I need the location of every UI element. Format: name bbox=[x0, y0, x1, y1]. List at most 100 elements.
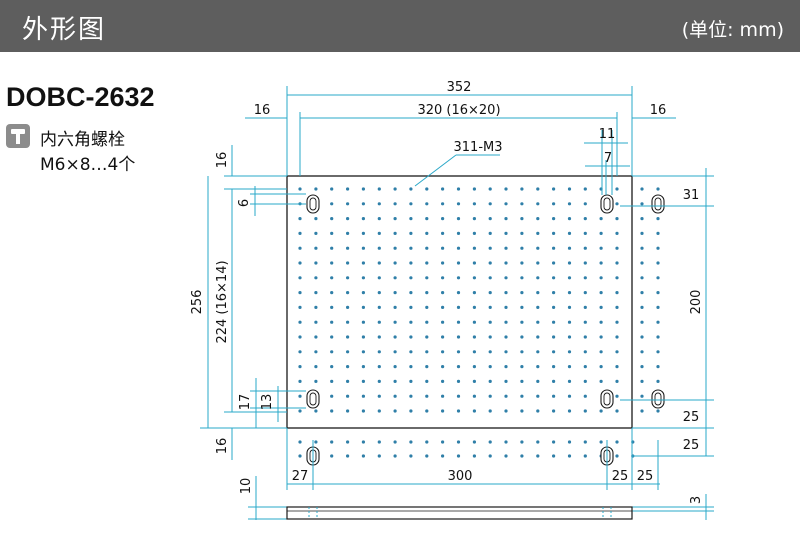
mounting-hole bbox=[615, 409, 619, 413]
dimension-lines bbox=[200, 86, 714, 520]
mounting-hole bbox=[377, 365, 381, 369]
mounting-hole bbox=[536, 409, 540, 413]
base-hole bbox=[346, 440, 350, 444]
mounting-hole bbox=[330, 335, 334, 339]
mounting-hole bbox=[409, 291, 413, 295]
mounting-hole bbox=[504, 202, 508, 206]
base-hole bbox=[656, 217, 660, 221]
mounting-hole bbox=[441, 217, 445, 221]
mounting-hole bbox=[441, 187, 445, 191]
mounting-hole bbox=[393, 305, 397, 309]
mounting-hole bbox=[441, 365, 445, 369]
mounting-hole bbox=[520, 350, 524, 354]
mounting-hole bbox=[377, 246, 381, 250]
base-hole bbox=[472, 440, 476, 444]
side-view-slot-hidden-lines bbox=[308, 507, 612, 519]
unit-label: (单位: mm) bbox=[681, 19, 784, 41]
mounting-hole bbox=[298, 365, 302, 369]
mounting-hole bbox=[361, 320, 365, 324]
base-hole bbox=[640, 320, 644, 324]
mounting-hole bbox=[346, 202, 350, 206]
mounting-hole bbox=[377, 261, 381, 265]
mounting-hole bbox=[504, 187, 508, 191]
mounting-hole bbox=[314, 409, 318, 413]
mounting-hole bbox=[377, 217, 381, 221]
section-title: 外形图 bbox=[22, 15, 107, 45]
mounting-hole bbox=[552, 379, 556, 383]
mounting-hole bbox=[615, 217, 619, 221]
mounting-hole bbox=[409, 365, 413, 369]
mounting-hole bbox=[314, 291, 318, 295]
mounting-hole bbox=[567, 291, 572, 295]
mounting-hole bbox=[567, 350, 572, 354]
mounting-hole bbox=[520, 217, 524, 221]
mounting-hole bbox=[377, 320, 381, 324]
mounting-hole bbox=[425, 394, 429, 398]
base-hole bbox=[298, 440, 302, 444]
mounting-hole bbox=[425, 217, 429, 221]
mounting-hole bbox=[456, 231, 461, 235]
mounting-hole bbox=[346, 187, 350, 191]
base-hole bbox=[488, 454, 492, 458]
mounting-hole bbox=[615, 320, 619, 324]
mounting-hole bbox=[552, 261, 556, 265]
base-hole bbox=[298, 454, 302, 458]
mounting-hole bbox=[536, 394, 540, 398]
mounting-hole bbox=[377, 394, 381, 398]
base-hole bbox=[409, 440, 413, 444]
mounting-hole bbox=[314, 261, 318, 265]
base-hole bbox=[640, 305, 644, 309]
mounting-hole bbox=[583, 217, 587, 221]
mounting-hole bbox=[377, 305, 381, 309]
base-hole bbox=[377, 454, 381, 458]
mounting-hole bbox=[599, 305, 603, 309]
mounting-hole bbox=[615, 276, 619, 280]
base-hole bbox=[656, 379, 660, 383]
dim-thickness: 10 bbox=[239, 478, 254, 495]
mounting-hole bbox=[346, 231, 350, 235]
base-hole bbox=[640, 246, 644, 250]
mounting-hole bbox=[472, 394, 476, 398]
mounting-hole bbox=[536, 246, 540, 250]
dim-left-margin: 16 bbox=[254, 103, 271, 118]
base-hole bbox=[504, 440, 508, 444]
mounting-hole bbox=[409, 335, 413, 339]
mounting-hole bbox=[330, 320, 334, 324]
mounting-hole bbox=[377, 276, 381, 280]
hole-label: 311-M3 bbox=[454, 140, 503, 155]
mounting-hole bbox=[488, 305, 492, 309]
mounting-hole bbox=[536, 231, 540, 235]
dim-overall-height: 256 bbox=[190, 290, 205, 315]
mounting-hole bbox=[346, 350, 350, 354]
mounting-hole bbox=[409, 409, 413, 413]
mounting-hole bbox=[615, 202, 619, 206]
base-hole bbox=[425, 440, 429, 444]
mounting-hole bbox=[488, 246, 492, 250]
mounting-hole bbox=[361, 305, 365, 309]
base-hole bbox=[640, 217, 644, 221]
mounting-hole bbox=[346, 261, 350, 265]
mounting-hole bbox=[488, 350, 492, 354]
mounting-hole bbox=[361, 291, 365, 295]
mounting-hole bbox=[504, 261, 508, 265]
mounting-hole bbox=[472, 409, 476, 413]
mounting-hole bbox=[472, 217, 476, 221]
mounting-hole bbox=[425, 409, 429, 413]
dim-slot-offset: 7 bbox=[604, 151, 612, 166]
mounting-hole bbox=[567, 394, 572, 398]
mounting-hole bbox=[361, 379, 365, 383]
mounting-hole bbox=[536, 202, 540, 206]
base-hole bbox=[656, 261, 660, 265]
mounting-hole bbox=[504, 217, 508, 221]
mounting-hole bbox=[615, 379, 619, 383]
mounting-hole bbox=[520, 187, 524, 191]
mounting-hole bbox=[599, 276, 603, 280]
mounting-hole bbox=[567, 335, 572, 339]
mounting-hole bbox=[425, 187, 429, 191]
base-hole bbox=[656, 335, 660, 339]
mounting-hole bbox=[393, 394, 397, 398]
mounting-hole bbox=[346, 291, 350, 295]
base-hole bbox=[361, 454, 365, 458]
mounting-hole bbox=[441, 320, 445, 324]
mounting-hole bbox=[377, 291, 381, 295]
